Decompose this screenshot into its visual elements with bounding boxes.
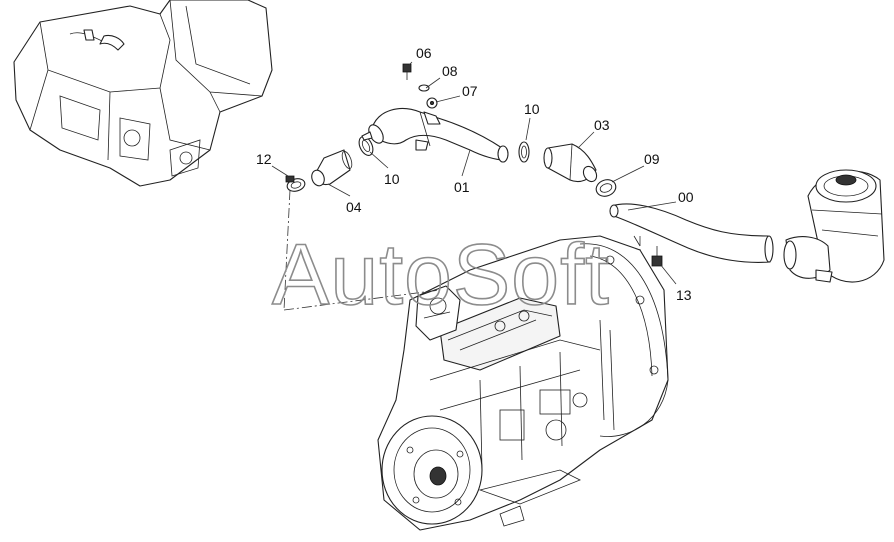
clamp-10-left bbox=[358, 131, 374, 156]
machine-body-illustration bbox=[13, 0, 273, 187]
callout-04: 04 bbox=[346, 199, 362, 215]
callout-08: 08 bbox=[442, 63, 458, 79]
intake-hose-00 bbox=[609, 203, 774, 263]
callout-03: 03 bbox=[594, 117, 610, 133]
leader-lines bbox=[271, 61, 677, 311]
nut-07 bbox=[426, 97, 438, 109]
bolt-06 bbox=[402, 63, 412, 80]
callout-labels: 06 08 07 10 03 10 09 12 01 04 00 13 bbox=[256, 45, 694, 303]
callout-13: 13 bbox=[676, 287, 692, 303]
callout-09: 09 bbox=[644, 151, 660, 167]
bolt-13 bbox=[651, 246, 663, 267]
callout-12: 12 bbox=[256, 151, 272, 167]
clamp-09 bbox=[595, 179, 617, 197]
callout-07: 07 bbox=[462, 83, 478, 99]
reducer-hose-03 bbox=[543, 143, 598, 183]
callout-01: 01 bbox=[454, 179, 470, 195]
engine-assembly bbox=[377, 235, 669, 531]
intake-elbow-01 bbox=[368, 108, 509, 163]
callout-06: 06 bbox=[416, 45, 432, 61]
connector-04 bbox=[311, 149, 353, 187]
clamp-12 bbox=[285, 175, 306, 192]
callout-10-right: 10 bbox=[524, 101, 540, 117]
clamp-10-right bbox=[518, 141, 530, 163]
air-cleaner bbox=[783, 169, 885, 283]
callout-10-left: 10 bbox=[384, 171, 400, 187]
washer-08 bbox=[418, 84, 430, 92]
callout-00: 00 bbox=[678, 189, 694, 205]
watermark: AutoSoft bbox=[272, 227, 610, 323]
